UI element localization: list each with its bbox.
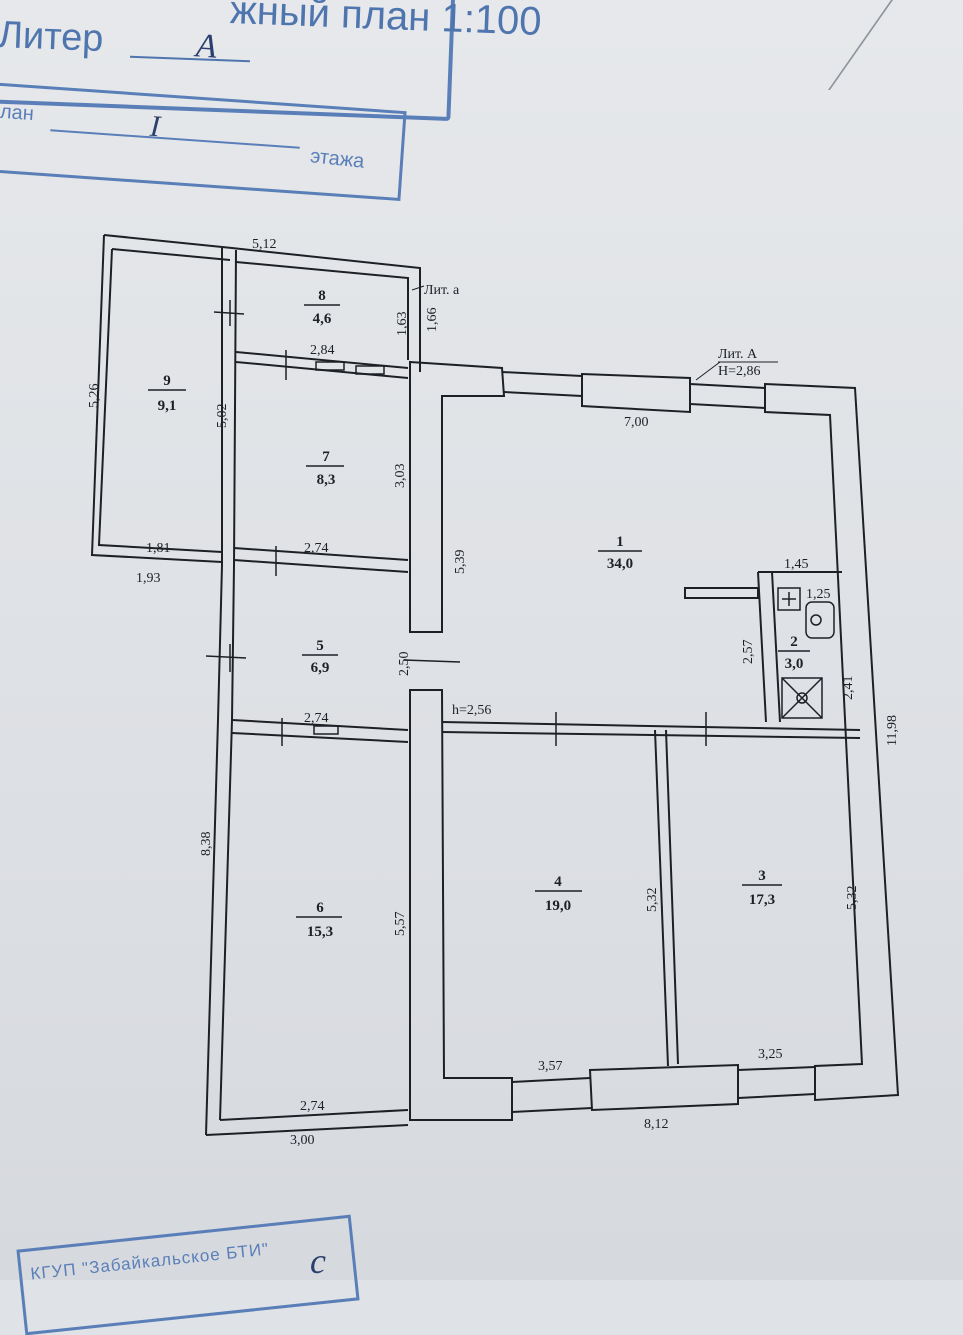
- dim-bottom-3: 3,25: [758, 1047, 783, 1062]
- room-6-number: 6: [316, 900, 324, 916]
- room-1-area: 34,0: [607, 556, 633, 572]
- room-9-area: 9,1: [158, 398, 177, 414]
- door-marks: [205, 300, 707, 746]
- room-7-number: 7: [322, 449, 330, 465]
- dim-bath-right: 2,41: [841, 676, 856, 701]
- dim-left-outer-9: 5,26: [87, 384, 102, 409]
- room-8-number: 8: [318, 288, 326, 304]
- dim-width-8: 2,84: [310, 343, 335, 358]
- dim-width-5-bottom: 2,74: [304, 711, 329, 726]
- room-3-area: 17,3: [749, 892, 775, 908]
- height-main: H=2,86: [718, 364, 761, 379]
- signature: с: [310, 1241, 326, 1281]
- room-6-area: 15,3: [307, 924, 333, 940]
- dim-height-3: 5,32: [845, 886, 860, 911]
- annotations: Лит. а Лит. А H=2,86 h=2,56: [411, 283, 778, 718]
- dim-inner-9: 5,02: [215, 404, 230, 429]
- dim-bottom-4: 3,57: [538, 1059, 563, 1074]
- dim-right-outer: 11,98: [885, 715, 900, 746]
- lit-a-main: Лит. А: [718, 347, 758, 362]
- dim-left-1: 5,39: [453, 550, 468, 575]
- room-4-area: 19,0: [545, 898, 571, 914]
- height-room: h=2,56: [452, 703, 491, 718]
- dim-top-1: 7,00: [624, 415, 649, 430]
- walls: [90, 234, 421, 1136]
- dim-bath-a: 1,25: [806, 587, 831, 602]
- dim-bottom-9-inner: 1,81: [146, 541, 171, 556]
- room-2-area: 3,0: [785, 656, 804, 672]
- bathroom-fixtures: [777, 587, 835, 719]
- dim-bath-width: 1,45: [784, 557, 809, 572]
- dim-width-6-outer: 3,00: [290, 1133, 315, 1148]
- dim-width-7-bottom: 2,74: [304, 541, 329, 556]
- dim-right-8-a: 1,63: [395, 312, 410, 337]
- room-1-number: 1: [616, 534, 624, 550]
- dim-height-7: 3,03: [393, 464, 408, 489]
- dim-bottom-9-outer: 1,93: [136, 571, 161, 586]
- dim-height-4: 5,32: [645, 888, 660, 913]
- room-3-number: 3: [758, 868, 766, 884]
- lit-a-small: Лит. а: [424, 283, 460, 298]
- dim-left-6: 8,38: [199, 832, 214, 857]
- room-5-area: 6,9: [311, 660, 330, 676]
- dim-bottom-outer: 8,12: [644, 1117, 669, 1132]
- dim-door-5: 2,50: [397, 652, 412, 677]
- dim-top-left: 5,12: [252, 237, 277, 252]
- floor-plan: 1 34,0 2 3,0 3 17,3 4 19,0 5 6,9 6 15,3 …: [87, 234, 900, 1148]
- area-fraction-bars: [148, 304, 810, 918]
- dim-right-6: 5,57: [393, 912, 408, 937]
- dim-width-6-inner: 2,74: [300, 1099, 325, 1114]
- room-2-number: 2: [790, 634, 798, 650]
- room-7-area: 8,3: [317, 472, 336, 488]
- room-8-area: 4,6: [313, 311, 332, 327]
- main-walls: [409, 360, 900, 1121]
- dimension-labels: 5,12 5,26 5,02 1,81 1,93 1,63 1,66 2,84 …: [87, 237, 900, 1148]
- room-9-number: 9: [163, 373, 171, 389]
- dim-right-8-b: 1,66: [425, 308, 440, 333]
- room-4-number: 4: [554, 874, 562, 890]
- room-labels: 1 34,0 2 3,0 3 17,3 4 19,0 5 6,9 6 15,3 …: [158, 288, 804, 940]
- room-5-number: 5: [316, 638, 324, 654]
- dim-bath-left: 2,57: [741, 640, 756, 665]
